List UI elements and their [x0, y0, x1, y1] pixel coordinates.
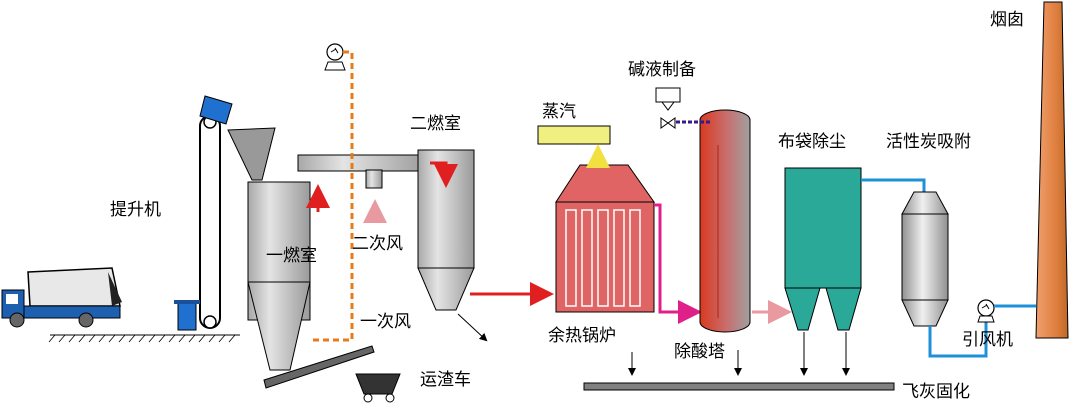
hoist [174, 95, 233, 331]
label-secondary-air: 二次风 [352, 234, 403, 254]
label-induced-fan: 引风机 [962, 330, 1013, 350]
flow-carbon-to-fan [928, 316, 988, 358]
slag-conveyor [263, 345, 375, 389]
label-secondary-chamber: 二燃室 [410, 114, 461, 134]
ground [48, 334, 240, 343]
label-deacid-tower: 除酸塔 [674, 342, 725, 362]
truck [1, 267, 122, 328]
flow-bag-to-carbon [861, 178, 926, 192]
induced-fan-icon [977, 299, 995, 323]
chimney [1035, 1, 1069, 339]
label-bag-filter: 布袋除尘 [778, 132, 846, 152]
hopper [227, 127, 276, 181]
flow-arrow-down [430, 161, 458, 188]
label-primary-air: 一次风 [360, 312, 411, 332]
label-slag-cart: 运渣车 [420, 370, 471, 390]
carbon-adsorber [901, 191, 949, 327]
primary-chamber [247, 154, 429, 371]
alkali-unit [655, 87, 712, 129]
label-alkali-prep: 碱液制备 [628, 60, 696, 80]
deacid-tower [699, 109, 751, 333]
label-waste-heat-boiler: 余热锅炉 [548, 326, 616, 346]
steam-box [537, 125, 611, 145]
waste-heat-boiler [555, 164, 655, 313]
label-hoist: 提升机 [110, 200, 161, 220]
label-steam: 蒸汽 [542, 102, 576, 122]
fly-ash-conveyor [583, 382, 895, 391]
label-primary-chamber: 一燃室 [266, 246, 317, 266]
flow-boiler-to-tower [654, 203, 702, 324]
label-chimney: 烟囱 [990, 10, 1024, 30]
air-duct-line [310, 50, 354, 342]
slag-cart [355, 373, 401, 403]
bag-filter [784, 167, 862, 331]
primary-fan-icon [324, 43, 346, 71]
label-activated-carbon: 活性炭吸附 [886, 132, 971, 152]
ash-arrow-secondary [457, 313, 488, 342]
label-fly-ash: 飞灰固化 [902, 382, 970, 402]
